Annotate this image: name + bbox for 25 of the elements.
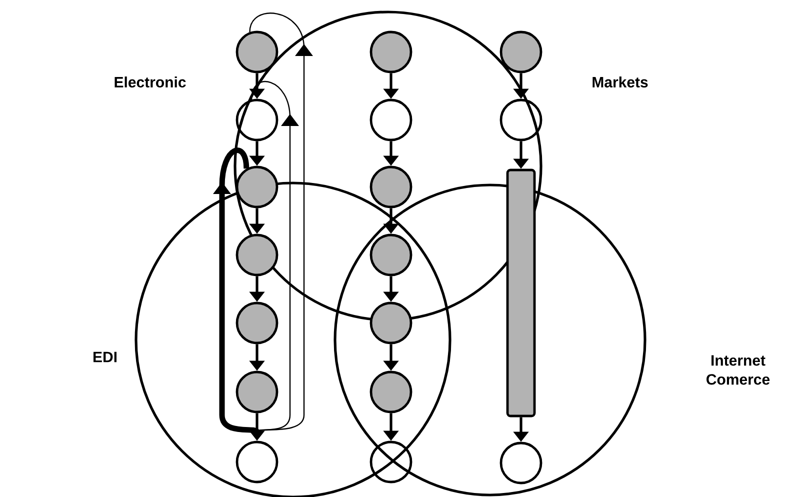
process-circle xyxy=(500,98,542,142)
process-circle xyxy=(236,302,278,344)
process-circle xyxy=(370,302,412,344)
process-circle xyxy=(236,370,278,414)
set-label: Markets xyxy=(592,76,648,88)
process-circle xyxy=(370,440,412,484)
feedback-arrow xyxy=(249,12,313,432)
process-circle xyxy=(500,442,542,484)
set-label: Internet Comerce xyxy=(706,355,770,385)
process-circle xyxy=(370,234,412,276)
set-label: Electronic xyxy=(114,76,186,88)
process-circle xyxy=(500,30,542,74)
process-circle xyxy=(236,30,278,74)
process-circle xyxy=(370,30,412,74)
set-label: EDI xyxy=(94,352,116,362)
process-circle xyxy=(370,166,412,208)
process-circle xyxy=(236,234,278,276)
process-circle xyxy=(370,98,412,142)
process-circle xyxy=(370,370,412,414)
process-bar xyxy=(506,168,536,418)
process-circle xyxy=(236,440,278,484)
feedback-arrow xyxy=(250,80,299,432)
process-circle xyxy=(236,166,278,208)
process-circle xyxy=(236,98,278,142)
feedback-arrow xyxy=(213,148,258,434)
